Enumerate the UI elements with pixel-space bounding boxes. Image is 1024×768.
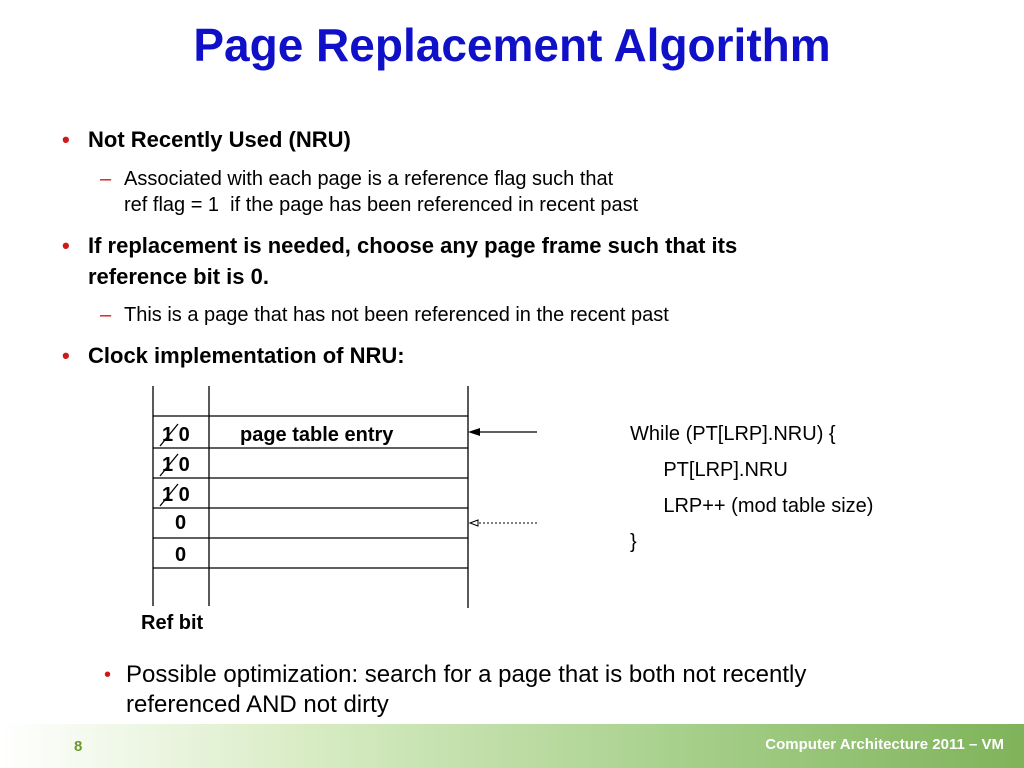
ref-bit-row-1: 1 0: [162, 424, 190, 446]
clock-pseudocode: While (PT[LRP].NRU) { PT[LRP].NRU LRP++ …: [630, 416, 873, 560]
course-label: Computer Architecture 2011 – VM: [765, 736, 1004, 753]
opt-line-1: Possible optimization: search for a page…: [126, 661, 807, 688]
bullet-dot-icon: •: [104, 664, 112, 686]
optimization-bullet: • Possible optimization: search for a pa…: [104, 660, 806, 720]
next-pointer-arrow: [468, 519, 537, 527]
current-pointer-arrow: [468, 428, 537, 436]
ref-bit-row-4: 0: [175, 512, 187, 534]
bullet-dot-icon: •: [62, 127, 70, 152]
bullet-replacement: • If replacement is needed, choose any p…: [62, 230, 737, 292]
sub-line-2: ref flag = 1 if the page has been refere…: [124, 194, 639, 216]
sub-bullet-not-referenced: – This is a page that has not been refer…: [100, 302, 669, 328]
dash-icon: –: [100, 304, 112, 326]
sub-bullet-ref-flag: – Associated with each page is a referen…: [100, 166, 638, 218]
page-table-entry-label: page table entry: [240, 424, 394, 446]
bullet-line-1: If replacement is needed, choose any pag…: [88, 233, 738, 258]
code-line-2: PT[LRP].NRU: [630, 459, 788, 481]
bullet-text: Not Recently Used (NRU): [88, 127, 351, 152]
bullet-nru: • Not Recently Used (NRU): [62, 124, 351, 155]
ref-bit-row-2: 1 0: [162, 454, 190, 476]
code-line-1: While (PT[LRP].NRU) {: [630, 423, 836, 445]
dash-icon: –: [100, 168, 112, 190]
page-number: 8: [74, 738, 83, 755]
ref-bit-row-3: 1 0: [162, 484, 190, 506]
opt-line-2: referenced AND not dirty: [126, 691, 389, 718]
bullet-clock: • Clock implementation of NRU:: [62, 340, 405, 371]
sub-line-1: This is a page that has not been referen…: [124, 304, 669, 326]
bullet-dot-icon: •: [62, 343, 70, 368]
ref-bit-label: Ref bit: [141, 612, 204, 634]
ref-bit-row-5: 0: [175, 544, 187, 566]
code-line-4: }: [630, 531, 637, 553]
bullet-line-2: reference bit is 0.: [88, 264, 269, 289]
slide-footer: 8 Computer Architecture 2011 – VM: [0, 724, 1024, 768]
bullet-text: Clock implementation of NRU:: [88, 343, 405, 368]
bullet-dot-icon: •: [62, 233, 70, 258]
sub-line-1: Associated with each page is a reference…: [124, 168, 614, 190]
slide-title: Page Replacement Algorithm: [193, 19, 831, 71]
code-line-3: LRP++ (mod table size): [630, 495, 874, 517]
